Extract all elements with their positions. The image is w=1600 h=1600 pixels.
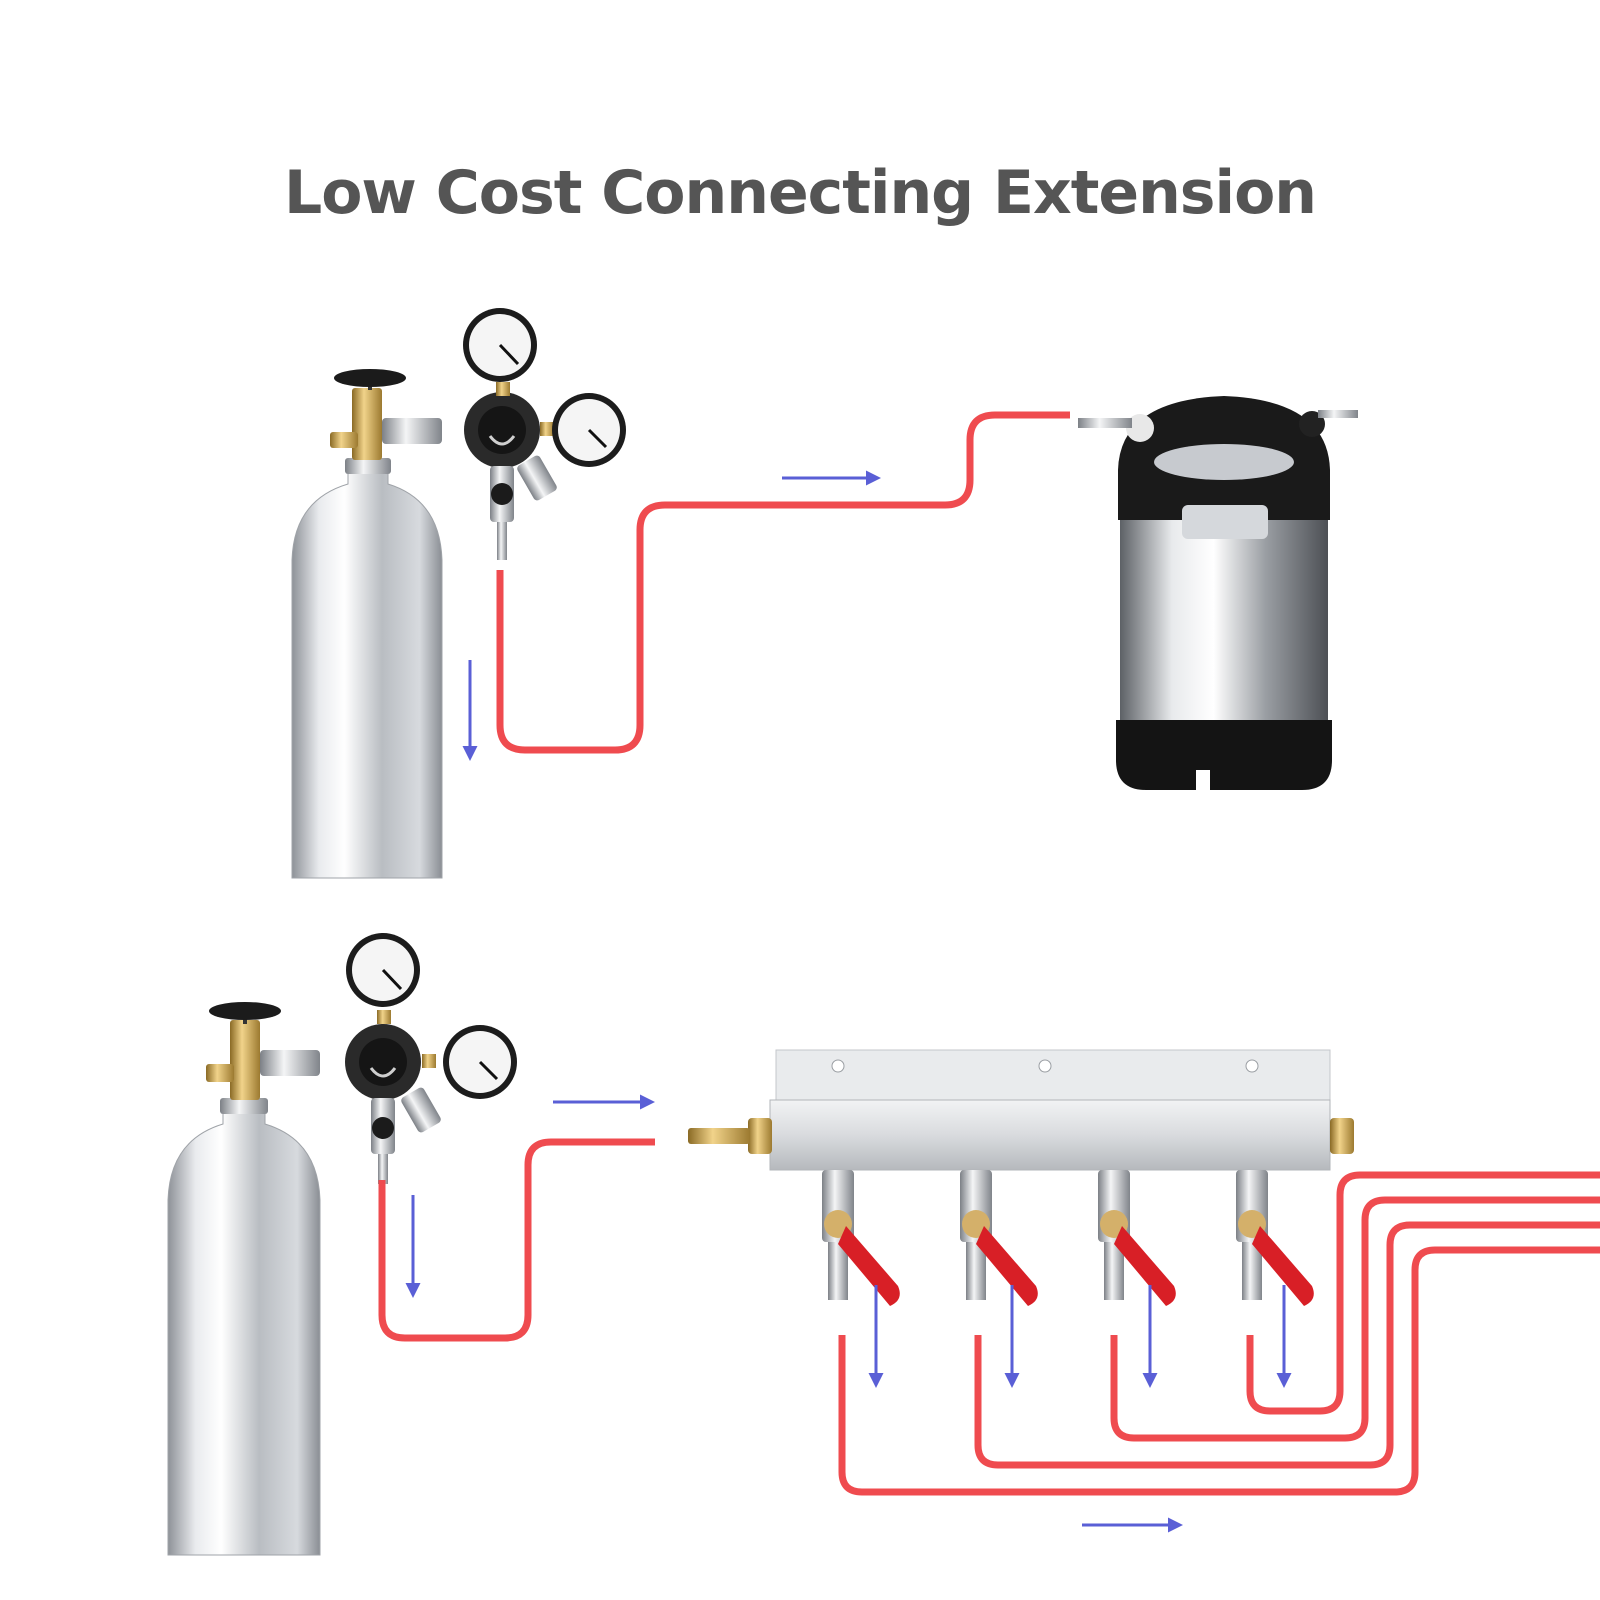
ball-valve-icon xyxy=(960,1170,1038,1306)
outlet-hose-3 xyxy=(1114,1200,1600,1438)
co2-cylinder-icon xyxy=(168,1098,320,1555)
outlet-hose-1 xyxy=(842,1250,1600,1492)
ball-lock-keg-icon xyxy=(1078,396,1358,790)
co2-cylinder-icon xyxy=(292,458,442,878)
cylinder-valve-icon xyxy=(330,369,406,460)
ball-valve-icon xyxy=(1098,1170,1176,1306)
ball-valve-icon xyxy=(822,1170,900,1306)
gas-manifold-icon xyxy=(688,1050,1354,1170)
ball-valve-icon xyxy=(1236,1170,1314,1306)
gas-line-hose xyxy=(382,1142,655,1338)
